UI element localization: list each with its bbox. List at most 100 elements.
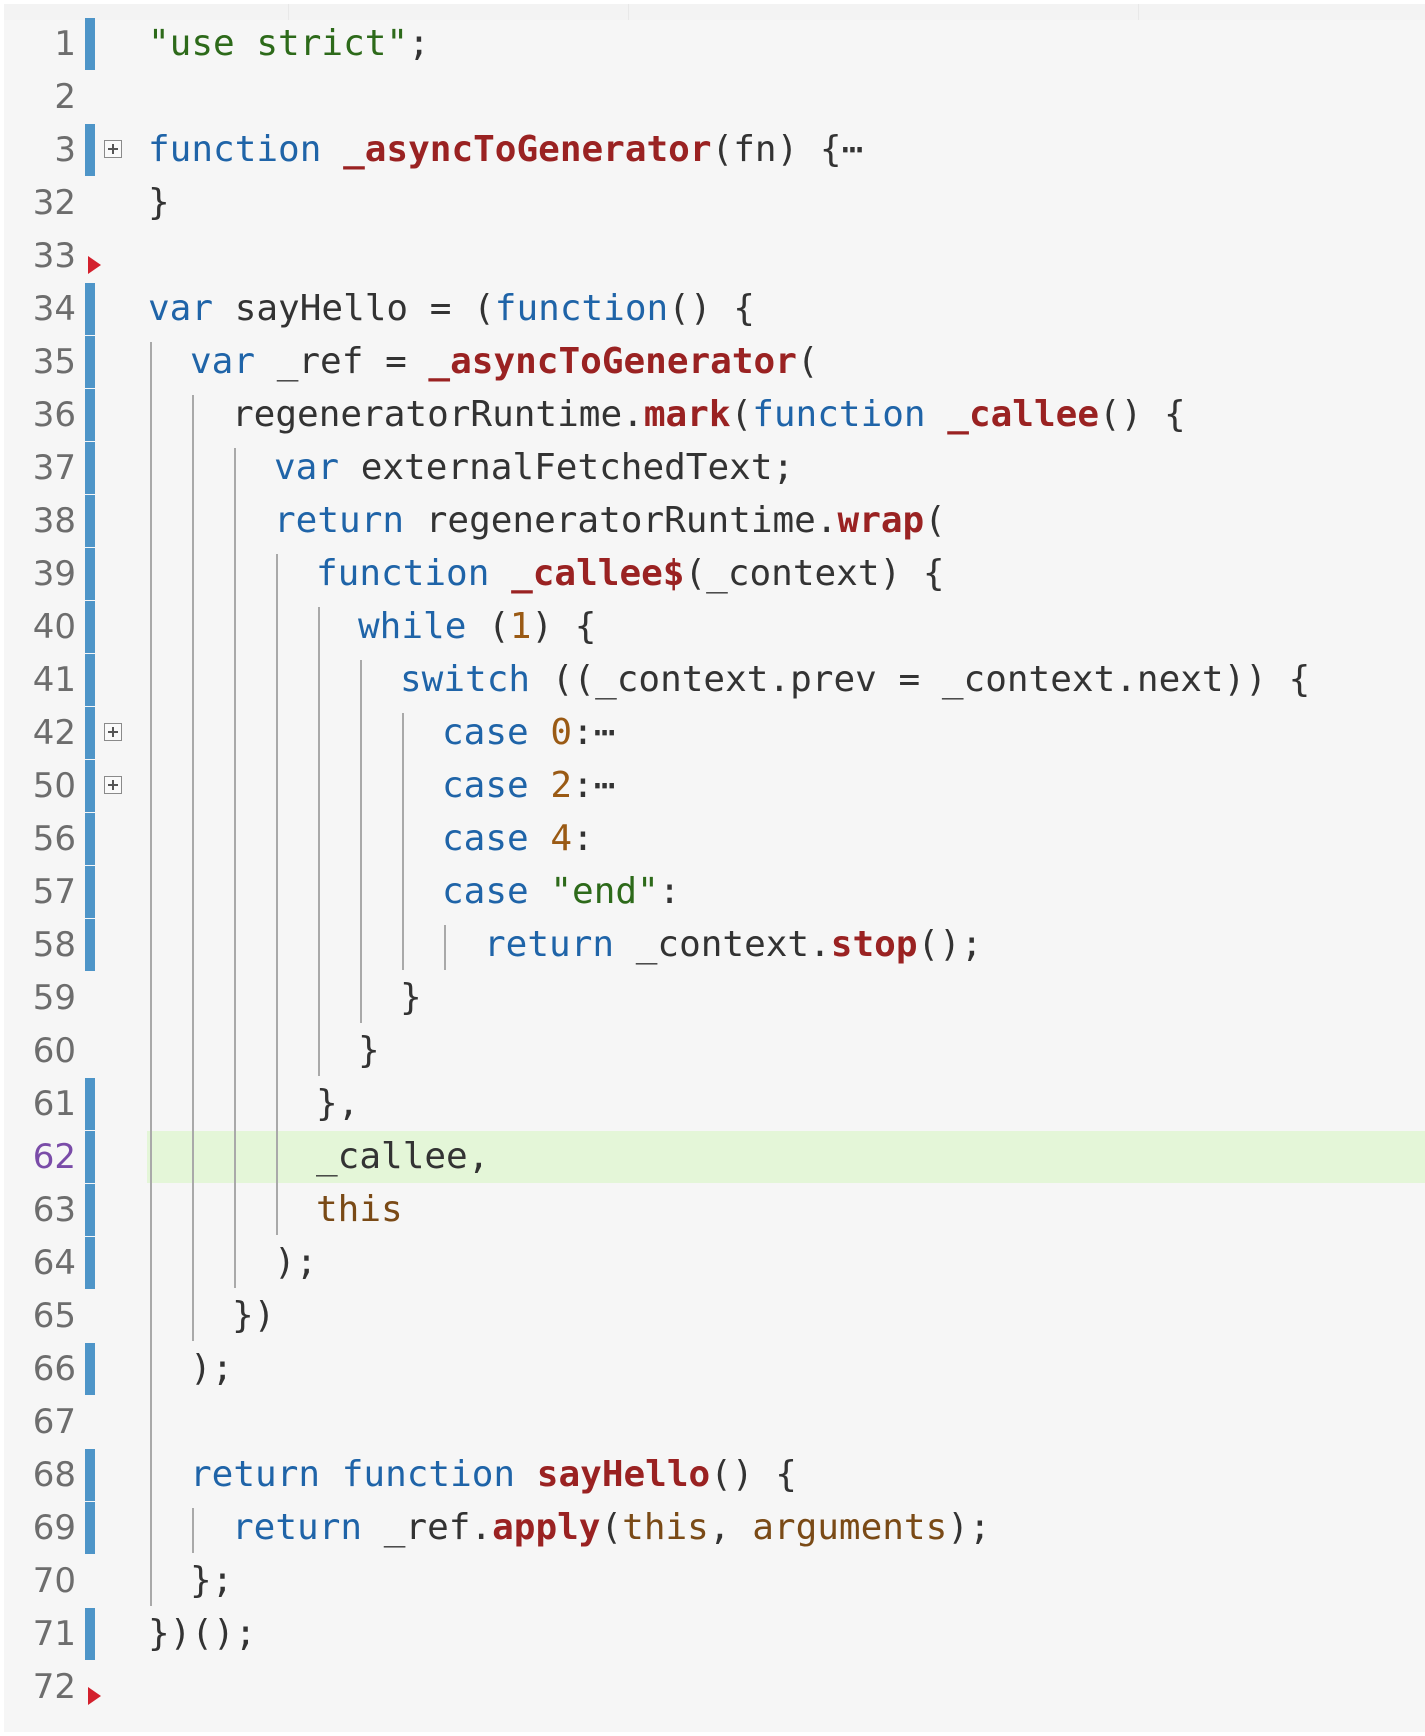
line-number[interactable]: 3 [54,130,76,170]
code-text[interactable]: return _context.stop(); [484,925,983,965]
line-number[interactable]: 70 [32,1561,76,1601]
line-number[interactable]: 32 [32,183,76,223]
line-number[interactable]: 41 [32,660,76,700]
line-number[interactable]: 59 [32,978,76,1018]
code-line[interactable]: 37 var externalFetchedText; [4,442,1425,494]
line-number[interactable]: 71 [32,1614,76,1654]
line-number[interactable]: 56 [32,819,76,859]
code-text[interactable]: regeneratorRuntime.mark(function _callee… [232,395,1186,435]
line-number[interactable]: 35 [32,342,76,382]
line-number[interactable]: 63 [32,1190,76,1230]
line-number[interactable]: 61 [32,1084,76,1124]
code-line[interactable]: 71 })(); [4,1608,1425,1660]
code-text[interactable]: case 2:⋯ [442,766,615,806]
code-text[interactable]: return regeneratorRuntime.wrap( [274,501,946,541]
code-editor[interactable]: 1 "use strict"; 2 3 function _asyncToGenerat… [4,4,1425,1732]
code-line[interactable]: 41 switch ((_context.prev = _context.next… [4,654,1425,706]
code-line[interactable]: 2 [4,71,1425,123]
line-number[interactable]: 62 [32,1137,76,1177]
code-text[interactable]: case 4: [442,819,594,859]
code-text[interactable]: case "end": [442,872,680,912]
code-text[interactable]: function _callee$(_context) { [316,554,945,594]
code-text[interactable]: }, [316,1084,359,1124]
code-line[interactable]: 56 case 4: [4,813,1425,865]
line-number[interactable]: 38 [32,501,76,541]
line-number[interactable]: 2 [54,77,76,117]
line-number[interactable]: 66 [32,1349,76,1389]
code-line[interactable]: 60} [4,1025,1425,1077]
code-line[interactable]: 35 var _ref = _asyncToGenerator( [4,336,1425,388]
line-number[interactable]: 69 [32,1508,76,1548]
fold-expand-icon[interactable] [104,723,122,741]
code-text[interactable]: })(); [148,1614,256,1654]
code-line[interactable]: 64); [4,1237,1425,1289]
line-number[interactable]: 68 [32,1455,76,1495]
code-line[interactable]: 38 return regeneratorRuntime.wrap( [4,495,1425,547]
code-text[interactable]: } [358,1031,380,1071]
code-text[interactable]: var _ref = _asyncToGenerator( [190,342,819,382]
line-number[interactable]: 34 [32,289,76,329]
code-line[interactable]: 59} [4,972,1425,1024]
code-line[interactable]: 40 while (1) { [4,601,1425,653]
line-number[interactable]: 50 [32,766,76,806]
code-text[interactable]: _callee, [316,1137,489,1177]
code-text[interactable]: }) [232,1296,275,1336]
code-line[interactable]: 62 _callee, [4,1131,1425,1183]
line-number[interactable]: 39 [32,554,76,594]
code-line[interactable]: 32} [4,177,1425,229]
code-text[interactable]: case 0:⋯ [442,713,615,753]
code-text[interactable]: return function sayHello() { [190,1455,797,1495]
code-text[interactable]: } [148,183,170,223]
code-line[interactable]: 57 case "end": [4,866,1425,918]
code-line[interactable]: 72 [4,1661,1425,1713]
line-number[interactable]: 42 [32,713,76,753]
code-line[interactable]: 36 regeneratorRuntime.mark(function _call… [4,389,1425,441]
line-number[interactable]: 64 [32,1243,76,1283]
code-line[interactable]: 39 function _callee$(_context) { [4,548,1425,600]
code-text[interactable]: return _ref.apply(this, arguments); [232,1508,991,1548]
code-text[interactable]: "use strict"; [148,24,430,64]
code-line[interactable]: 33 [4,230,1425,282]
line-number[interactable]: 36 [32,395,76,435]
code-line[interactable]: 50 case 2:⋯ [4,760,1425,812]
code-line[interactable]: 61}, [4,1078,1425,1130]
code-token: function [148,129,344,170]
code-text[interactable]: this [316,1190,403,1230]
code-text[interactable]: ); [190,1349,233,1389]
code-line[interactable]: 63 this [4,1184,1425,1236]
line-number[interactable]: 60 [32,1031,76,1071]
code-line[interactable]: 1 "use strict"; [4,18,1425,70]
line-number[interactable]: 65 [32,1296,76,1336]
code-line[interactable]: 66); [4,1343,1425,1395]
code-text[interactable]: switch ((_context.prev = _context.next))… [400,660,1310,700]
code-line[interactable]: 69 return _ref.apply(this, arguments); [4,1502,1425,1554]
code-line[interactable]: 65}) [4,1290,1425,1342]
line-number[interactable]: 37 [32,448,76,488]
code-line[interactable]: 3 function _asyncToGenerator(fn) {⋯ [4,124,1425,176]
code-text[interactable]: while (1) { [358,607,596,647]
breakpoint-marker-icon[interactable] [88,1687,101,1705]
line-number[interactable]: 57 [32,872,76,912]
code-line[interactable]: 68 return function sayHello() { [4,1449,1425,1501]
code-text[interactable]: ); [274,1243,317,1283]
code-text[interactable]: var externalFetchedText; [274,448,794,488]
code-text[interactable]: function _asyncToGenerator(fn) {⋯ [148,130,863,170]
code-token: ( [600,1507,623,1548]
code-line[interactable]: 34 var sayHello = (function() { [4,283,1425,335]
code-line[interactable]: 58 return _context.stop(); [4,919,1425,971]
line-number[interactable]: 40 [32,607,76,647]
code-line[interactable]: 70}; [4,1555,1425,1607]
code-text[interactable]: }; [190,1561,233,1601]
fold-expand-icon[interactable] [104,140,122,158]
line-number[interactable]: 58 [32,925,76,965]
code-text[interactable]: var sayHello = (function() { [148,289,755,329]
code-line[interactable]: 67 [4,1396,1425,1448]
code-line[interactable]: 42 case 0:⋯ [4,707,1425,759]
breakpoint-marker-icon[interactable] [88,256,101,274]
line-number[interactable]: 67 [32,1402,76,1442]
line-number[interactable]: 1 [54,24,76,64]
line-number[interactable]: 72 [32,1667,76,1707]
code-text[interactable]: } [400,978,422,1018]
fold-expand-icon[interactable] [104,776,122,794]
line-number[interactable]: 33 [32,236,76,276]
